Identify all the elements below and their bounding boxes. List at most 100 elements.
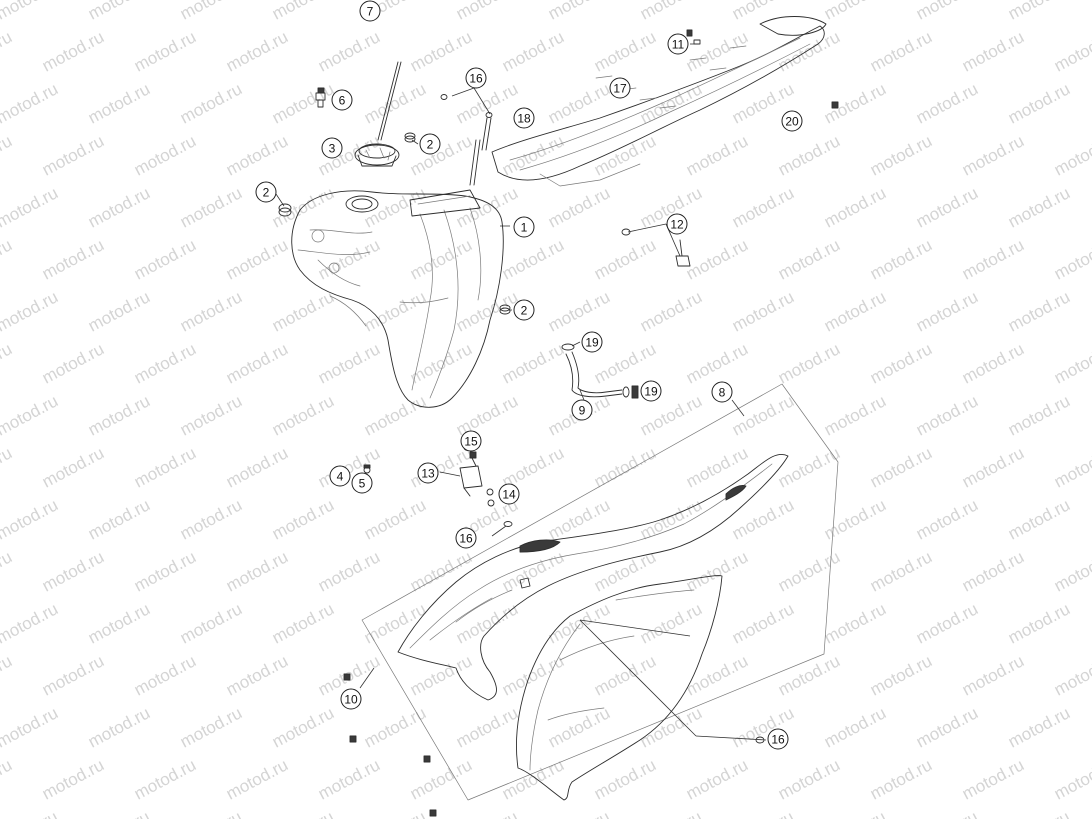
callout-circle [513,107,535,129]
watermark-text: motod.ru [407,547,475,595]
callout-2: 2 [255,181,277,203]
watermark-text: motod.ru [821,79,889,127]
watermark-text: motod.ru [85,391,153,439]
callout-circle [329,465,351,487]
watermark-text: motod.ru [85,599,153,647]
watermark-text: motod.ru [0,287,61,335]
watermark-text: motod.ru [223,547,291,595]
callout-circle [351,472,373,494]
callout-number: 8 [719,386,726,400]
watermark-text: motod.ru [913,183,981,231]
callout-circle [455,527,477,549]
watermark-text: motod.ru [407,131,475,179]
watermark-text: motod.ru [223,131,291,179]
part-16-bolt-mid [503,521,513,527]
watermark-text: motod.ru [591,651,659,699]
watermark-text: motod.ru [499,235,567,283]
watermark-text: motod.ru [85,287,153,335]
callout-12: 12 [666,213,688,235]
watermark-text: motod.ru [499,651,567,699]
watermark-text: motod.ru [821,495,889,543]
watermark-text: motod.ru [913,807,981,819]
watermark-text: motod.ru [39,339,107,387]
watermark-text: motod.ru [545,703,613,751]
watermark-text: motod.ru [131,339,199,387]
callout-number: 15 [464,435,478,449]
callout-number: 2 [521,304,528,318]
watermark-text: motod.ru [361,183,429,231]
watermark-text: motod.ru [453,287,521,335]
watermark-text: motod.ru [545,807,613,819]
watermark-text: motod.ru [39,443,107,491]
watermark-text: motod.ru [0,235,15,283]
watermark-text: motod.ru [269,391,337,439]
watermark-text: motod.ru [683,131,751,179]
watermark-text: motod.ru [1051,443,1092,491]
callout-circle [419,133,441,155]
callout-circle [465,67,487,89]
watermark-text: motod.ru [959,651,1027,699]
watermark-text: motod.ru [1051,235,1092,283]
watermark-text: motod.ru [85,79,153,127]
watermark-text: motod.ru [39,651,107,699]
watermark-text: motod.ru [775,131,843,179]
watermark-text: motod.ru [867,339,935,387]
callout-17: 17 [609,77,631,99]
watermark-text: motod.ru [131,755,199,803]
watermark-text: motod.ru [959,547,1027,595]
part-13-fuel-tap [459,451,483,497]
watermark-text: motod.ru [131,547,199,595]
watermark-text: motod.ru [729,183,797,231]
watermark-text: motod.ru [0,703,61,751]
watermark-text: motod.ru [775,547,843,595]
watermark-text: motod.ru [0,651,15,699]
watermark-text: motod.ru [39,235,107,283]
watermark-text: motod.ru [1005,79,1073,127]
watermark-text: motod.ru [913,79,981,127]
watermark-text: motod.ru [959,235,1027,283]
callout-13: 13 [417,462,439,484]
watermark-text: motod.ru [453,599,521,647]
callout-circle [460,430,482,452]
callout-15: 15 [460,430,482,452]
watermark-text: motod.ru [131,27,199,75]
watermark-text: motod.ru [683,235,751,283]
watermark-text: motod.ru [453,391,521,439]
watermark-text: motod.ru [0,495,61,543]
part-4-5-washer-nut [363,464,371,474]
watermark-text: motod.ru [637,79,705,127]
callout-circle [711,381,733,403]
callout-circle [767,728,789,750]
callout-10: 10 [340,688,362,710]
watermark-text: motod.ru [177,183,245,231]
part-11-seat-screw [686,29,701,45]
watermark-text: motod.ru [177,599,245,647]
watermark-text: motod.ru [269,599,337,647]
watermark-text: motod.ru [269,495,337,543]
callout-circle [331,89,353,111]
watermark-text: motod.ru [1051,547,1092,595]
watermark-text: motod.ru [0,27,15,75]
watermark-text: motod.ru [361,495,429,543]
part-10-nuts [343,673,437,817]
callout-number: 13 [421,467,435,481]
watermark-text: motod.ru [0,755,15,803]
watermark-text: motod.ru [729,287,797,335]
callout-number: 2 [263,186,270,200]
watermark-text: motod.ru [85,0,153,24]
watermark-text: motod.ru [545,0,613,24]
watermark-text: motod.ru [223,339,291,387]
watermark-text: motod.ru [591,443,659,491]
callout-2: 2 [419,133,441,155]
watermark-text: motod.ru [0,183,61,231]
part-12-clip [621,228,691,267]
watermark-text: motod.ru [683,755,751,803]
leader-lines [275,43,767,741]
watermark-text: motod.ru [223,27,291,75]
watermark-text: motod.ru [591,755,659,803]
watermark-text: motod.ru [85,183,153,231]
watermark-text: motod.ru [913,287,981,335]
watermark-text: motod.ru [499,339,567,387]
watermark-text: motod.ru [1005,807,1073,819]
